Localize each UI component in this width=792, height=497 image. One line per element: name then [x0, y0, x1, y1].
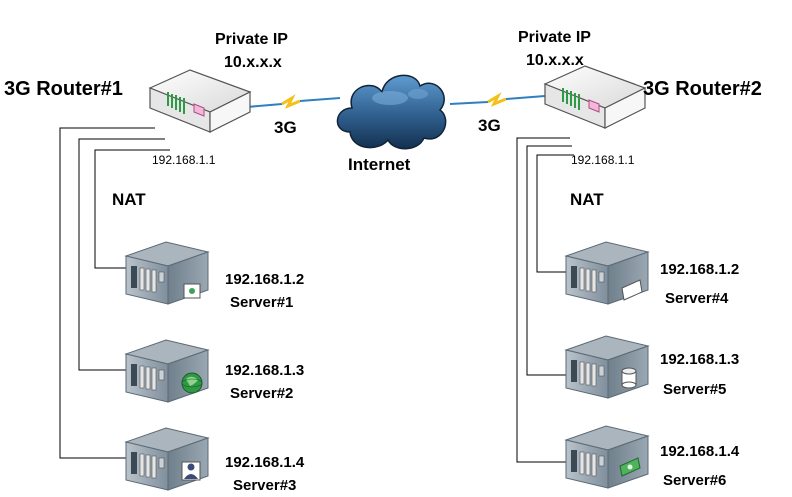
- internet-label: Internet: [348, 155, 411, 174]
- server-3-name: Server#3: [233, 477, 297, 494]
- document-icon: [621, 279, 643, 301]
- server-3-icon: [125, 427, 209, 491]
- left-nat-label: NAT: [112, 190, 146, 209]
- server-6-ip: 192.168.1.4: [660, 443, 740, 460]
- server-4-icon: [565, 241, 649, 305]
- money-icon: [619, 457, 641, 477]
- router-1-private-ip-label: Private IP: [215, 31, 288, 48]
- router-2-3g-label: 3G: [478, 116, 501, 135]
- server-1-name: Server#1: [230, 294, 294, 311]
- router-1-3g-label: 3G: [274, 118, 297, 137]
- server-2-ip: 192.168.1.3: [225, 362, 305, 379]
- right-lan-wiring: [516, 137, 574, 463]
- server-2-name: Server#2: [230, 385, 294, 402]
- left-lan-wiring: [59, 127, 170, 459]
- server-1-ip: 192.168.1.2: [225, 271, 305, 288]
- database-icon: [621, 367, 637, 389]
- server-6-icon: [565, 425, 649, 489]
- server-4-name: Server#4: [665, 290, 729, 307]
- router-2-private-ip-label: Private IP: [518, 29, 591, 46]
- right-nat-label: NAT: [570, 190, 604, 209]
- server-6-name: Server#6: [663, 472, 727, 489]
- server-1-icon: [125, 241, 209, 305]
- globe-icon: [181, 372, 203, 394]
- server-3-ip: 192.168.1.4: [225, 454, 305, 471]
- router-2-private-ip-value: 10.x.x.x: [526, 52, 584, 69]
- internet-cloud-icon: [336, 74, 447, 150]
- server-5-name: Server#5: [663, 381, 727, 398]
- router-1-private-ip-value: 10.x.x.x: [224, 54, 282, 71]
- server-2-icon: [125, 339, 209, 403]
- router-1-lan-ip: 192.168.1.1: [152, 153, 216, 167]
- server-4-ip: 192.168.1.2: [660, 261, 740, 278]
- router-1-label: 3G Router#1: [4, 78, 123, 100]
- right-3g-link: [449, 92, 546, 107]
- certificate-icon: [183, 283, 201, 299]
- server-5-icon: [565, 335, 649, 399]
- left-3g-link: [246, 94, 341, 109]
- router-2-icon: [544, 65, 646, 129]
- user-icon: [181, 461, 201, 481]
- router-1-icon: [149, 69, 251, 133]
- server-5-ip: 192.168.1.3: [660, 351, 740, 368]
- router-2-lan-ip: 192.168.1.1: [571, 153, 635, 167]
- router-2-label: 3G Router#2: [643, 78, 762, 100]
